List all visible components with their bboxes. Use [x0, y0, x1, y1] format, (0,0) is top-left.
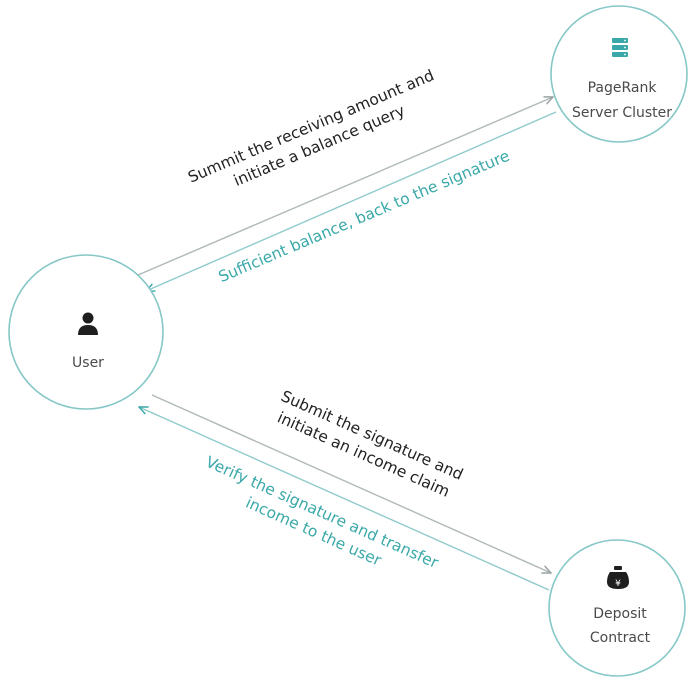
money-bag-icon: ¥	[607, 566, 629, 589]
contract-label-line1: Deposit	[593, 606, 647, 622]
claim-arrow	[151, 394, 551, 573]
query-arrow	[130, 97, 553, 279]
transfer-reply-arrow	[139, 407, 550, 591]
user-icon	[78, 312, 98, 335]
user-label: User	[72, 355, 104, 371]
balance-reply-arrow	[146, 111, 557, 291]
server-label-line2: Server Cluster	[572, 105, 672, 121]
server-label-line1: PageRank	[588, 80, 658, 96]
claim-label: Submit the signature and initiate an inc…	[275, 387, 466, 501]
user-node: User	[8, 254, 164, 410]
contract-label-line2: Contract	[590, 630, 651, 646]
contract-node: ¥ Deposit Contract	[548, 539, 686, 677]
svg-text:¥: ¥	[615, 579, 621, 589]
server-node: PageRank Server Cluster	[550, 5, 688, 143]
server-icon	[612, 38, 628, 57]
query-label: Summit the receiving amount and initiate…	[185, 66, 436, 190]
query-label-line1: Summit the receiving amount and	[185, 66, 436, 186]
